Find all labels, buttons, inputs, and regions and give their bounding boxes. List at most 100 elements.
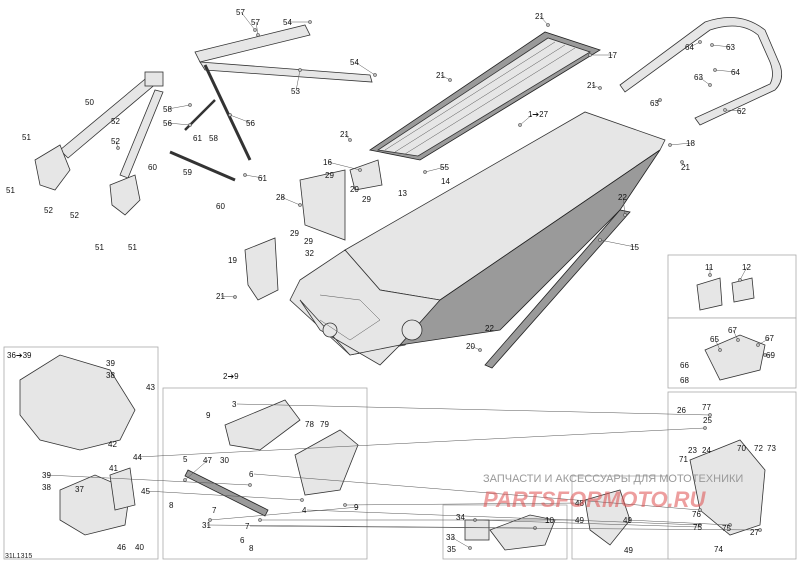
callout-104: 75 — [722, 524, 731, 533]
leader-0 — [240, 11, 256, 31]
callout-109: 35 — [447, 545, 456, 554]
leader-88 — [253, 473, 701, 511]
leader-25 — [669, 142, 692, 146]
fastener-60 — [756, 343, 760, 347]
callout-76: 23 — [688, 446, 697, 455]
callout-6: 63 — [726, 43, 735, 52]
leader-86 — [46, 474, 251, 486]
fastener-23 — [348, 138, 352, 142]
callout-10: 21 — [436, 71, 445, 80]
callout-51: 21 — [216, 292, 225, 301]
callout-68: 77 — [702, 403, 711, 412]
callout-13: 58 — [163, 105, 172, 114]
fastener-82 — [183, 478, 187, 482]
fastener-17 — [708, 83, 712, 87]
callout-113: 74 — [714, 545, 723, 554]
callout-108: 8 — [249, 544, 254, 553]
leader-24 — [519, 113, 534, 126]
leader-lines — [46, 11, 771, 550]
fastener-0 — [253, 28, 257, 32]
leader-3 — [539, 15, 549, 26]
callout-61: 65 — [710, 335, 719, 344]
callout-41: 22 — [618, 193, 627, 202]
callout-78: 70 — [737, 444, 746, 453]
fastener-31 — [423, 170, 427, 174]
callout-79: 72 — [754, 444, 763, 453]
rear-bumper — [619, 17, 783, 126]
fastener-48 — [598, 238, 602, 242]
callout-20: 52 — [111, 117, 120, 126]
fastener-29 — [243, 173, 247, 177]
leader-17 — [698, 76, 711, 86]
callout-43: 60 — [216, 202, 225, 211]
running-board — [368, 31, 601, 161]
callout-80: 73 — [767, 444, 776, 453]
callout-107: 6 — [240, 536, 245, 545]
callout-7: 50 — [85, 98, 94, 107]
callout-110: 46 — [117, 543, 126, 552]
fastener-24 — [518, 123, 522, 127]
side-panels — [244, 159, 383, 301]
skid-strip — [484, 209, 631, 369]
callout-42: 52 — [70, 211, 79, 220]
callout-17: 63 — [694, 73, 703, 82]
callout-50: 51 — [128, 243, 137, 252]
callout-75: 44 — [133, 453, 142, 462]
callout-58: 20 — [466, 342, 475, 351]
callout-37: 51 — [6, 186, 15, 195]
fastener-12 — [713, 68, 717, 72]
fastener-101 — [258, 518, 262, 522]
leader-18 — [724, 109, 743, 112]
callout-100: 10 — [545, 516, 554, 525]
lower-rods — [169, 64, 252, 182]
fastener-13 — [188, 103, 192, 107]
callout-90: 8 — [169, 501, 174, 510]
callout-71: 78 — [305, 420, 314, 429]
fastener-64 — [763, 353, 767, 357]
callout-33: 29 — [325, 171, 334, 180]
fastener-94 — [343, 503, 347, 507]
callout-49: 51 — [95, 243, 104, 252]
callout-16: 21 — [587, 81, 596, 90]
callout-31: 55 — [440, 163, 449, 172]
fastener-30 — [358, 168, 362, 172]
callout-89: 76 — [692, 510, 701, 519]
leader-6 — [711, 44, 732, 48]
callout-59: 67 — [728, 326, 737, 335]
leader-60 — [757, 337, 771, 346]
callout-70: 9 — [206, 411, 211, 420]
callout-77: 24 — [702, 446, 711, 455]
callout-5: 64 — [685, 43, 694, 52]
fastener-16 — [598, 86, 602, 90]
callout-18: 62 — [737, 107, 746, 116]
leader-53 — [739, 266, 748, 281]
fastener-106 — [468, 546, 472, 550]
upper-arms — [59, 24, 373, 179]
leader-14 — [167, 122, 191, 126]
watermark-line2: PARTSFORMOTO.RU — [483, 487, 707, 512]
callout-52: 11 — [705, 263, 714, 272]
fastener-2 — [308, 20, 312, 24]
callout-83: 30 — [220, 456, 229, 465]
callout-19: 51 — [22, 133, 31, 142]
leader-1 — [255, 21, 259, 36]
callout-72: 79 — [320, 420, 329, 429]
callout-97: 75 — [693, 523, 702, 532]
callout-96: 9 — [354, 503, 359, 512]
leader-94 — [344, 502, 581, 506]
leader-95 — [306, 509, 701, 526]
callout-11: 63 — [650, 99, 659, 108]
fastener-75 — [703, 426, 707, 430]
callout-69: 3 — [232, 400, 237, 409]
leader-31 — [424, 166, 446, 173]
callout-25: 18 — [686, 139, 695, 148]
leader-48 — [599, 239, 636, 248]
callout-35: 13 — [398, 189, 407, 198]
fastener-10 — [448, 78, 452, 82]
callout-3: 21 — [535, 12, 544, 21]
callout-29: 61 — [258, 174, 267, 183]
fastener-69 — [708, 413, 712, 417]
fastener-6 — [710, 43, 714, 47]
callout-92: 37 — [75, 485, 84, 494]
callout-21: 61 — [193, 134, 202, 143]
